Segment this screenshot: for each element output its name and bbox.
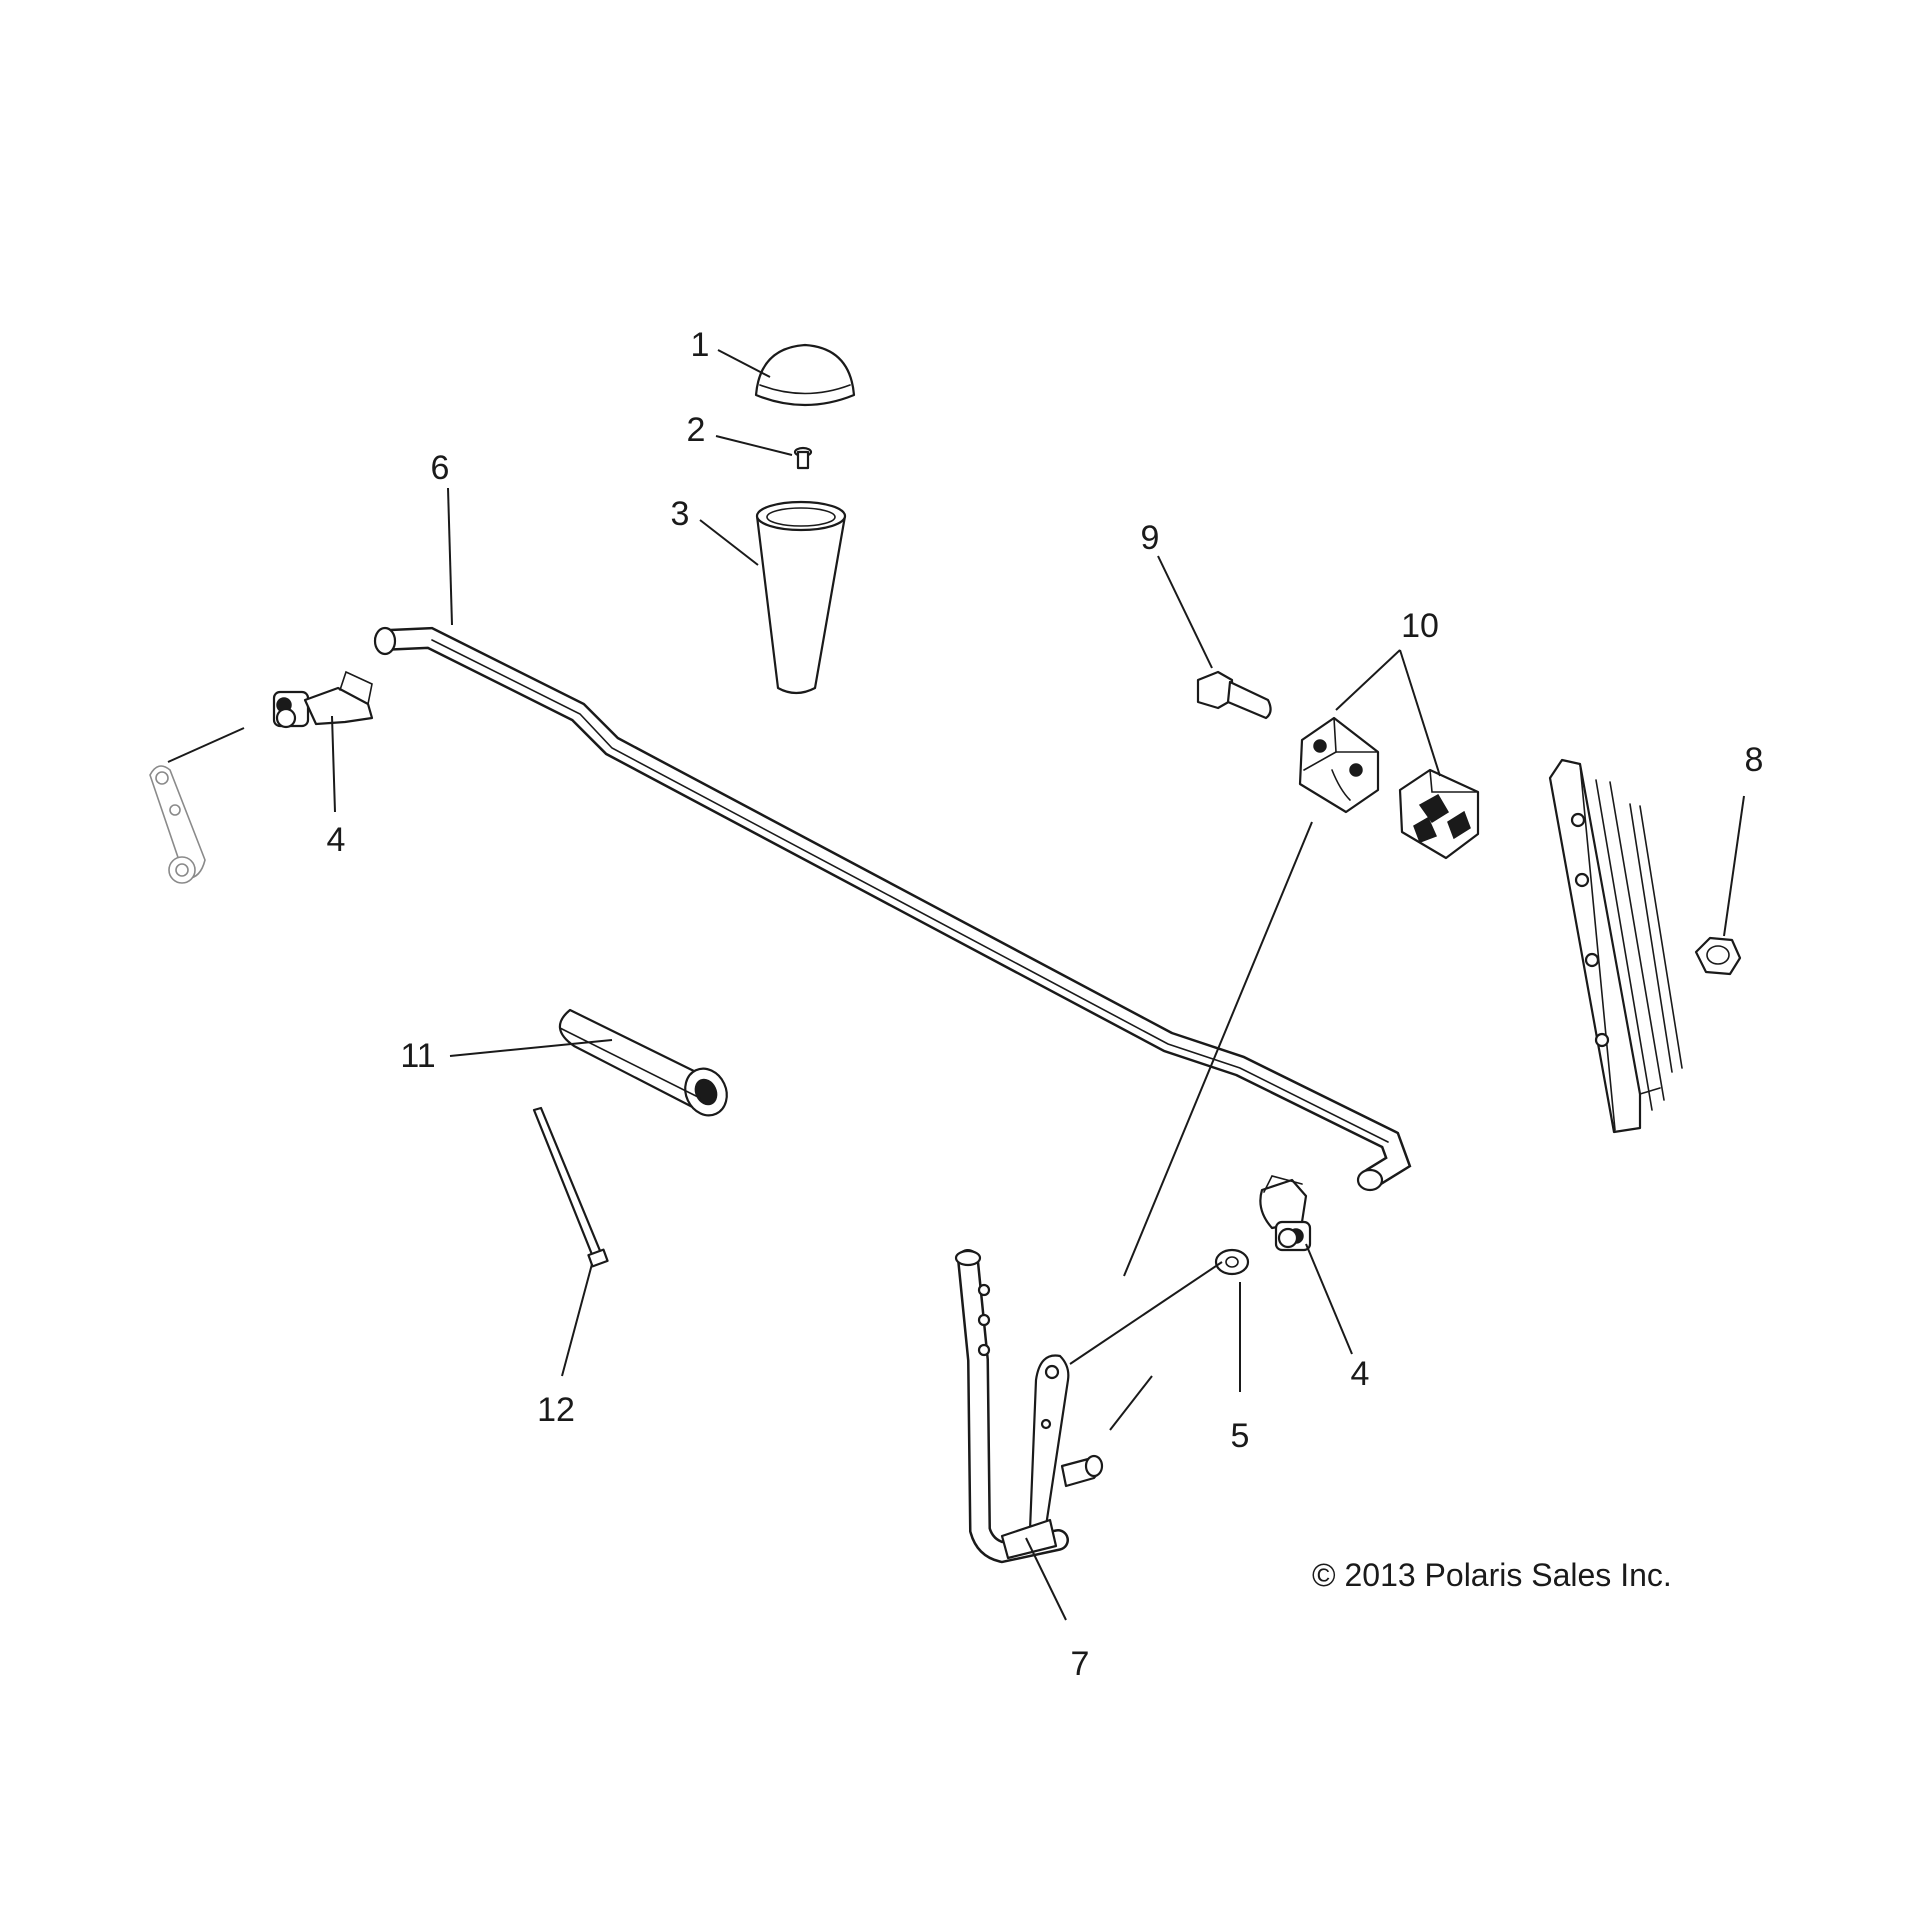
callout-6: 6 <box>431 449 450 487</box>
part-frame-bracket <box>1548 758 1683 1134</box>
callout-labels: 1 2 3 6 4 9 10 8 11 12 5 4 7 <box>327 326 1764 1683</box>
part-shift-rod <box>373 626 1412 1192</box>
callout-2: 2 <box>687 411 706 449</box>
copyright-notice: © 2013 Polaris Sales Inc. <box>1312 1557 1672 1593</box>
callout-9: 9 <box>1141 519 1160 557</box>
callout-12: 12 <box>537 1391 575 1429</box>
part-sleeve-tube <box>558 1008 728 1117</box>
callout-8: 8 <box>1745 741 1764 779</box>
part-screw <box>793 446 813 470</box>
callout-10: 10 <box>1401 607 1439 645</box>
callout-4-right: 4 <box>1351 1355 1370 1393</box>
callout-3: 3 <box>671 495 690 533</box>
part-bushing-block-a <box>1298 716 1380 814</box>
callout-5: 5 <box>1231 1417 1250 1455</box>
part-washer <box>1214 1248 1250 1276</box>
callout-7: 7 <box>1071 1645 1090 1683</box>
part-nut <box>1694 936 1742 976</box>
part-long-pin <box>532 1106 609 1268</box>
part-link-arm-faint <box>149 765 206 884</box>
callout-4-left: 4 <box>327 821 346 859</box>
part-ball-joint-left <box>272 670 374 729</box>
part-bushing-block-b <box>1398 768 1480 860</box>
leader-lines <box>167 349 1745 1621</box>
part-bolt <box>1196 670 1272 720</box>
part-shift-lever <box>954 1249 1104 1564</box>
part-ball-joint-right <box>1259 1175 1312 1252</box>
part-shift-knob <box>755 500 847 695</box>
callout-1: 1 <box>691 326 710 364</box>
callout-11: 11 <box>400 1037 435 1075</box>
part-knob-cap <box>754 343 856 407</box>
